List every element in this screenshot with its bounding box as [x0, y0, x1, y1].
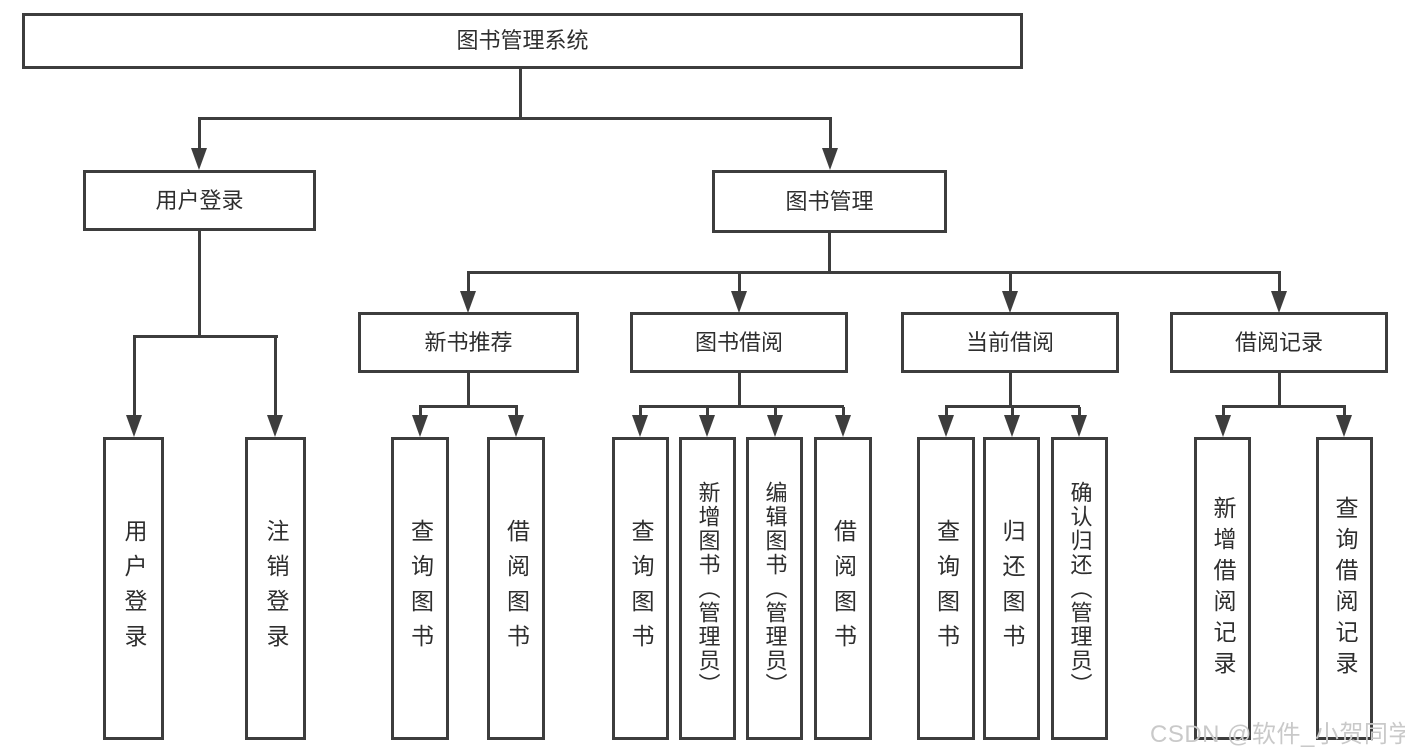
connector-line [706, 407, 709, 417]
arrow-down-icon [731, 291, 747, 313]
connector-line [639, 407, 642, 417]
arrow-down-icon [938, 415, 954, 437]
arrow-down-icon [822, 148, 838, 170]
connector-line [828, 233, 831, 273]
leaf-edit-books-admin: 编辑图书（管理员） [746, 437, 803, 740]
node-library-system: 图书管理系统 [22, 13, 1023, 69]
arrow-down-icon [1336, 415, 1352, 437]
connector-line [1009, 273, 1012, 293]
node-borrowing-records: 借阅记录 [1170, 312, 1388, 373]
connector-line [1009, 373, 1012, 407]
watermark: CSDN @软件_小贺同学 [1150, 721, 1405, 747]
connector-line [1278, 373, 1281, 407]
leaf-borrow-books-recommend: 借阅图书 [487, 437, 545, 740]
leaf-query-books-recommend: 查询图书 [391, 437, 449, 740]
leaf-add-books-admin: 新增图书（管理员） [679, 437, 736, 740]
connector-line [945, 407, 948, 417]
arrow-down-icon [632, 415, 648, 437]
leaf-return-books: 归还图书 [983, 437, 1040, 740]
connector-line [467, 271, 1281, 274]
arrow-down-icon [767, 415, 783, 437]
connector-line [274, 337, 277, 417]
connector-line [198, 231, 201, 337]
connector-line [133, 335, 278, 338]
connector-line [842, 407, 845, 417]
node-user-login: 用户登录 [83, 170, 316, 231]
connector-line [1222, 407, 1225, 417]
arrow-down-icon [126, 415, 142, 437]
node-new-book-recommendation: 新书推荐 [358, 312, 579, 373]
connector-line [467, 273, 470, 293]
leaf-borrow-books-borrowing: 借阅图书 [814, 437, 872, 740]
arrow-down-icon [835, 415, 851, 437]
connector-line [419, 405, 518, 408]
leaf-query-borrow-record: 查询借阅记录 [1316, 437, 1373, 740]
connector-line [738, 273, 741, 293]
arrow-down-icon [508, 415, 524, 437]
arrow-down-icon [1071, 415, 1087, 437]
arrow-down-icon [267, 415, 283, 437]
arrow-down-icon [191, 148, 207, 170]
arrow-down-icon [1271, 291, 1287, 313]
connector-line [198, 119, 201, 152]
arrow-down-icon [1215, 415, 1231, 437]
connector-line [1011, 407, 1014, 417]
connector-line [198, 117, 832, 120]
connector-line [1078, 407, 1081, 417]
node-current-borrowing: 当前借阅 [901, 312, 1119, 373]
connector-line [945, 405, 1080, 408]
arrow-down-icon [699, 415, 715, 437]
arrow-down-icon [1004, 415, 1020, 437]
connector-line [519, 69, 522, 118]
connector-line [639, 405, 844, 408]
connector-line [133, 337, 136, 417]
leaf-user-login: 用户登录 [103, 437, 164, 740]
connector-line [1278, 273, 1281, 293]
leaf-add-borrow-record: 新增借阅记录 [1194, 437, 1251, 740]
arrow-down-icon [460, 291, 476, 313]
node-book-borrowing: 图书借阅 [630, 312, 848, 373]
arrow-down-icon [412, 415, 428, 437]
arrow-down-icon [1002, 291, 1018, 313]
connector-line [1343, 407, 1346, 417]
leaf-query-books-current: 查询图书 [917, 437, 975, 740]
connector-line [467, 373, 470, 407]
node-book-management: 图书管理 [712, 170, 947, 233]
connector-line [515, 407, 518, 417]
connector-line [774, 407, 777, 417]
connector-line [419, 407, 422, 417]
connector-line [829, 119, 832, 152]
leaf-query-books-borrowing: 查询图书 [612, 437, 669, 740]
connector-line [738, 373, 741, 407]
connector-line [1222, 405, 1346, 408]
leaf-logout: 注销登录 [245, 437, 306, 740]
leaf-confirm-return-admin: 确认归还（管理员） [1051, 437, 1108, 740]
